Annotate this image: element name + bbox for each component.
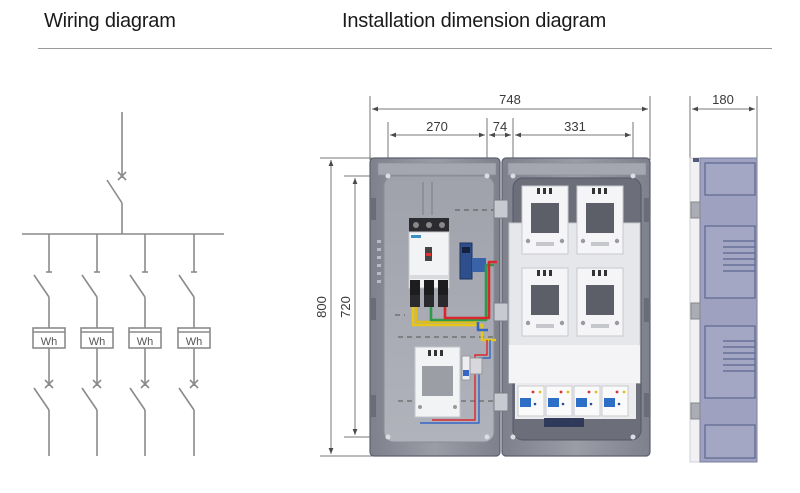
screw-hole [484, 434, 490, 440]
center-hinge [493, 392, 509, 412]
breaker-blade [81, 387, 98, 411]
dim-720-label: 720 [338, 296, 353, 318]
installation-diagram-heading: Installation dimension diagram [342, 10, 607, 32]
branch-breaker-x-icon [189, 379, 199, 389]
branch-4: Wh [177, 234, 211, 456]
branch-1: Wh [32, 234, 66, 456]
meter-label: Wh [137, 336, 154, 348]
wiring-diagram: Wh Wh Wh Wh [22, 112, 224, 456]
terminal-block [459, 242, 486, 280]
dim-270-label: 270 [426, 119, 448, 134]
single-meter-socket [414, 346, 461, 418]
screw-hole [484, 173, 490, 179]
meter-label: Wh [89, 336, 106, 348]
branch-breaker-x-icon [44, 379, 54, 389]
breaker-blade [178, 387, 195, 411]
meter-label: Wh [186, 336, 203, 348]
meter-socket [521, 185, 569, 255]
main-switch-blade [106, 179, 123, 204]
hinge [644, 298, 649, 322]
meter-box: Wh [80, 327, 114, 349]
isolator-switch [81, 274, 98, 298]
dimension-lines [320, 96, 758, 457]
branch-breaker [545, 385, 573, 417]
branch-3: Wh [128, 234, 162, 456]
neutral-terminal [461, 355, 483, 381]
side-hinge [690, 402, 701, 420]
branch-breaker [573, 385, 601, 417]
screw-hole [510, 173, 516, 179]
hinge [644, 198, 649, 222]
main-breaker-x-icon [117, 171, 127, 181]
screw-hole [385, 173, 391, 179]
isolator-switch [129, 274, 146, 298]
isolator-switch [33, 274, 50, 298]
wiring-diagram-heading: Wiring diagram [44, 10, 176, 32]
meter-socket [576, 185, 624, 255]
dim-748-label: 748 [499, 92, 521, 107]
branch-breaker [601, 385, 629, 417]
meter-label: Wh [41, 336, 58, 348]
dim-180-label: 180 [712, 92, 734, 107]
hinge [371, 395, 376, 417]
screw-hole [510, 434, 516, 440]
side-hinge [690, 302, 701, 320]
hinge [371, 298, 376, 320]
hinge [371, 198, 376, 220]
dim-800-label: 800 [314, 296, 329, 318]
right-compartment [493, 157, 651, 457]
main-mccb [408, 218, 450, 307]
screw-hole [385, 434, 391, 440]
hinge [644, 393, 649, 417]
breaker-blade [129, 387, 146, 411]
screw-hole [630, 173, 636, 179]
dim-74-label: 74 [493, 119, 507, 134]
side-hinge [690, 201, 701, 219]
branch-breaker-x-icon [92, 379, 102, 389]
center-hinge [493, 199, 509, 219]
heading-divider [38, 48, 772, 49]
branch-2: Wh [80, 234, 114, 456]
screw-hole [630, 434, 636, 440]
bottom-terminal-strip [544, 418, 584, 427]
left-compartment [369, 157, 501, 457]
side-view [689, 157, 758, 463]
meter-socket [576, 267, 624, 337]
branch-breaker-x-icon [140, 379, 150, 389]
isolator-switch [178, 274, 195, 298]
breaker-blade [33, 387, 50, 411]
meter-socket [521, 267, 569, 337]
center-hinge [493, 302, 509, 322]
branch-breaker [517, 385, 545, 417]
dim-331-label: 331 [564, 119, 586, 134]
